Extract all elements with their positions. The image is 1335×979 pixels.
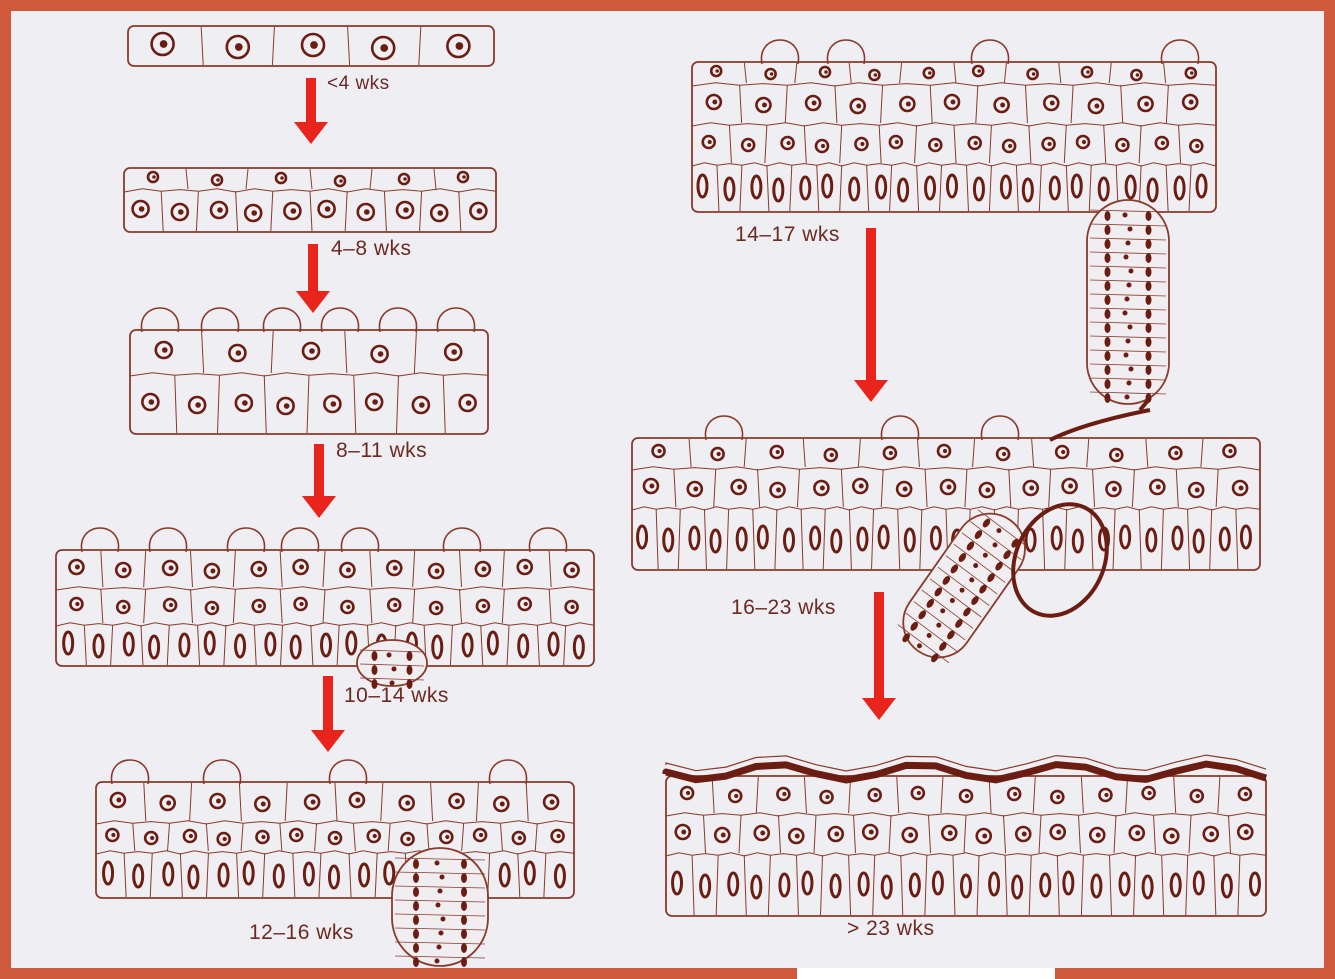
arrow-1: [294, 78, 328, 144]
arrow-2: [296, 244, 330, 313]
epithelium-stage-4: [56, 528, 594, 666]
gland-stage-6: [1087, 200, 1169, 404]
invagination-stage-4: [357, 640, 427, 689]
arrow-6: [862, 592, 896, 720]
stage-label-14-17wks: 14–17 wks: [735, 223, 840, 247]
arrow-3: [302, 444, 336, 518]
epithelium-stage-6: [692, 40, 1216, 212]
epithelium-stage-1: [128, 26, 494, 66]
invagination-stage-5: [392, 848, 488, 967]
epithelium-stage-7: [632, 416, 1260, 570]
stage-label-12-16wks: 12–16 wks: [249, 921, 354, 945]
stage-label-8-11wks: 8–11 wks: [336, 439, 427, 463]
stage-label-16-23wks: 16–23 wks: [731, 596, 836, 620]
arrow-4: [311, 676, 345, 752]
epithelium-stage-5: [96, 760, 574, 898]
arrow-5: [854, 228, 888, 402]
stage-label-4-8wks: 4–8 wks: [331, 237, 412, 261]
epithelium-stage-8: [666, 755, 1266, 916]
stage-label-lt4wks: <4 wks: [327, 73, 390, 95]
stage-label-10-14wks: 10–14 wks: [344, 684, 449, 708]
epithelium-stage-2: [124, 168, 496, 232]
epithelium-diagram: [11, 11, 1324, 968]
epithelium-stage-3: [130, 308, 488, 434]
bottom-strip: [797, 968, 1055, 979]
stage-label-gt23wks: > 23 wks: [847, 917, 934, 941]
lesion-stage-7: [996, 489, 1125, 631]
